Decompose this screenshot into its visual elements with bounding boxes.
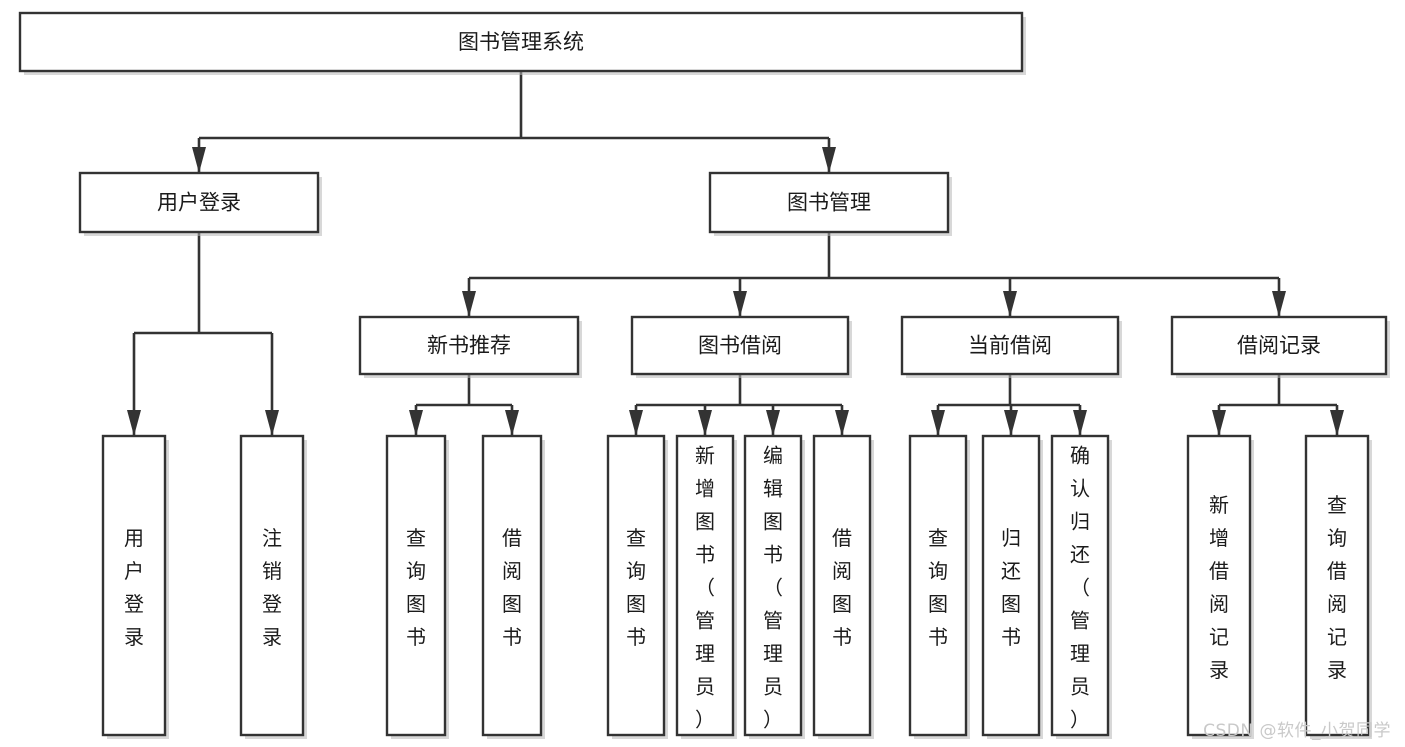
node-book-borrow-label: 图书借阅 xyxy=(698,334,782,358)
node-leaf-borrow-query[interactable]: 查询图书 xyxy=(606,434,668,739)
book-borrow-to-leaves-arrow-3 xyxy=(835,410,849,436)
new-book-rec-to-leaves-arrow-1 xyxy=(505,410,519,436)
node-leaf-cur-confirm[interactable]: 确认归还（管理员） xyxy=(1050,434,1112,739)
node-leaf-rec-query[interactable]: 查询图书 xyxy=(385,434,449,739)
current-borrow-to-leaves-arrow-0 xyxy=(931,410,945,436)
node-user-login-label: 用户登录 xyxy=(157,191,241,215)
node-leaf-cur-query-label: 查询图书 xyxy=(928,526,948,649)
node-boxes-layer: 图书管理系统用户登录图书管理新书推荐图书借阅当前借阅借阅记录用户登录注销登录查询… xyxy=(18,11,1390,739)
node-leaf-user-login[interactable]: 用户登录 xyxy=(101,434,169,739)
node-new-book-rec[interactable]: 新书推荐 xyxy=(358,315,582,378)
bookmanage-to-l3-arrow-3 xyxy=(1272,291,1286,317)
node-leaf-rec-query2[interactable]: 查询借阅记录 xyxy=(1304,434,1372,739)
node-leaf-rec-add-label: 新增借阅记录 xyxy=(1209,493,1229,682)
userlogin-to-leaves-arrow-1 xyxy=(265,410,279,436)
node-leaf-borrow-lend[interactable]: 借阅图书 xyxy=(812,434,874,739)
node-leaf-borrow-query-label: 查询图书 xyxy=(626,526,646,649)
node-current-borrow[interactable]: 当前借阅 xyxy=(900,315,1122,378)
node-leaf-cur-confirm-label: 确认归还（管理员） xyxy=(1070,444,1090,732)
node-user-login[interactable]: 用户登录 xyxy=(78,171,322,236)
bookmanage-to-l3-arrow-2 xyxy=(1003,291,1017,317)
node-borrow-record[interactable]: 借阅记录 xyxy=(1170,315,1390,378)
node-leaf-rec-add[interactable]: 新增借阅记录 xyxy=(1186,434,1254,739)
node-leaf-borrow-add-label: 新增图书（管理员） xyxy=(695,444,715,732)
node-root[interactable]: 图书管理系统 xyxy=(18,11,1026,75)
current-borrow-to-leaves-arrow-2 xyxy=(1073,410,1087,436)
node-leaf-rec-query2-label: 查询借阅记录 xyxy=(1327,493,1347,682)
userlogin-to-leaves-arrow-0 xyxy=(127,410,141,436)
node-leaf-borrow-lend-label: 借阅图书 xyxy=(832,526,852,649)
book-borrow-to-leaves-arrow-0 xyxy=(629,410,643,436)
borrow-record-to-leaves-arrow-0 xyxy=(1212,410,1226,436)
new-book-rec-to-leaves-arrow-0 xyxy=(409,410,423,436)
root-to-l2-arrow-0 xyxy=(192,147,206,173)
node-leaf-rec-borrow[interactable]: 借阅图书 xyxy=(481,434,545,739)
bookmanage-to-l3-arrow-0 xyxy=(462,291,476,317)
node-leaf-user-logout-label: 注销登录 xyxy=(262,526,282,649)
node-leaf-cur-return[interactable]: 归还图书 xyxy=(981,434,1043,739)
book-borrow-to-leaves-arrow-2 xyxy=(766,410,780,436)
node-new-book-rec-label: 新书推荐 xyxy=(427,334,511,358)
root-to-l2-arrow-1 xyxy=(822,147,836,173)
node-leaf-borrow-add[interactable]: 新增图书（管理员） xyxy=(675,434,737,739)
bookmanage-to-l3-arrow-1 xyxy=(733,291,747,317)
node-book-manage-label: 图书管理 xyxy=(787,191,871,215)
node-borrow-record-label: 借阅记录 xyxy=(1237,334,1321,358)
node-leaf-cur-return-label: 归还图书 xyxy=(1001,526,1021,649)
node-leaf-borrow-edit-label: 编辑图书（管理员） xyxy=(763,444,783,732)
node-leaf-rec-borrow-label: 借阅图书 xyxy=(502,526,522,649)
node-leaf-user-logout[interactable]: 注销登录 xyxy=(239,434,307,739)
node-book-borrow[interactable]: 图书借阅 xyxy=(630,315,852,378)
node-current-borrow-label: 当前借阅 xyxy=(968,334,1052,358)
node-leaf-user-login-label: 用户登录 xyxy=(124,526,144,649)
borrow-record-to-leaves-arrow-1 xyxy=(1330,410,1344,436)
node-leaf-rec-query-label: 查询图书 xyxy=(406,526,426,649)
connector-lines-layer xyxy=(127,71,1344,436)
book-borrow-to-leaves-arrow-1 xyxy=(698,410,712,436)
node-root-label: 图书管理系统 xyxy=(458,30,584,54)
csdn-watermark: CSDN @软件_小贺同学 xyxy=(1203,721,1391,741)
node-leaf-cur-query[interactable]: 查询图书 xyxy=(908,434,970,739)
node-book-manage[interactable]: 图书管理 xyxy=(708,171,952,236)
current-borrow-to-leaves-arrow-1 xyxy=(1004,410,1018,436)
node-leaf-borrow-edit[interactable]: 编辑图书（管理员） xyxy=(743,434,805,739)
